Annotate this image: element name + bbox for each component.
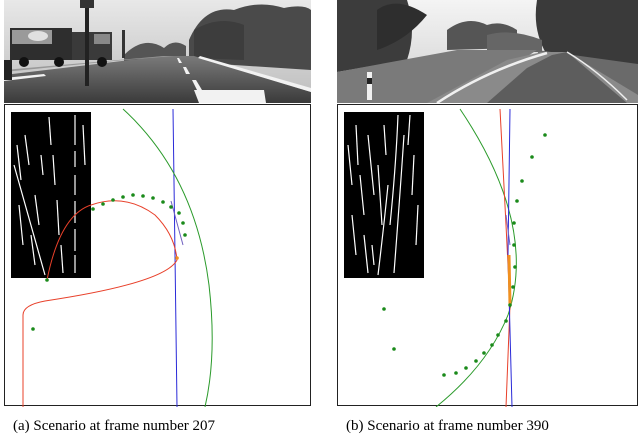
lane-edge-detection-inset [11, 112, 91, 278]
subfigure-caption-a: (a) Scenario at frame number 207 [13, 418, 215, 434]
curved-road-scene-photo [337, 0, 638, 103]
trajectory-plot-a [4, 104, 311, 407]
lane-edge-detection-inset [344, 112, 424, 278]
subfigure-b [337, 0, 638, 410]
subfigure-caption-b: (b) Scenario at frame number 390 [346, 418, 549, 434]
road-scene-trucks-photo [4, 0, 311, 103]
trajectory-plot-b [337, 104, 638, 407]
subfigure-a [4, 0, 311, 410]
